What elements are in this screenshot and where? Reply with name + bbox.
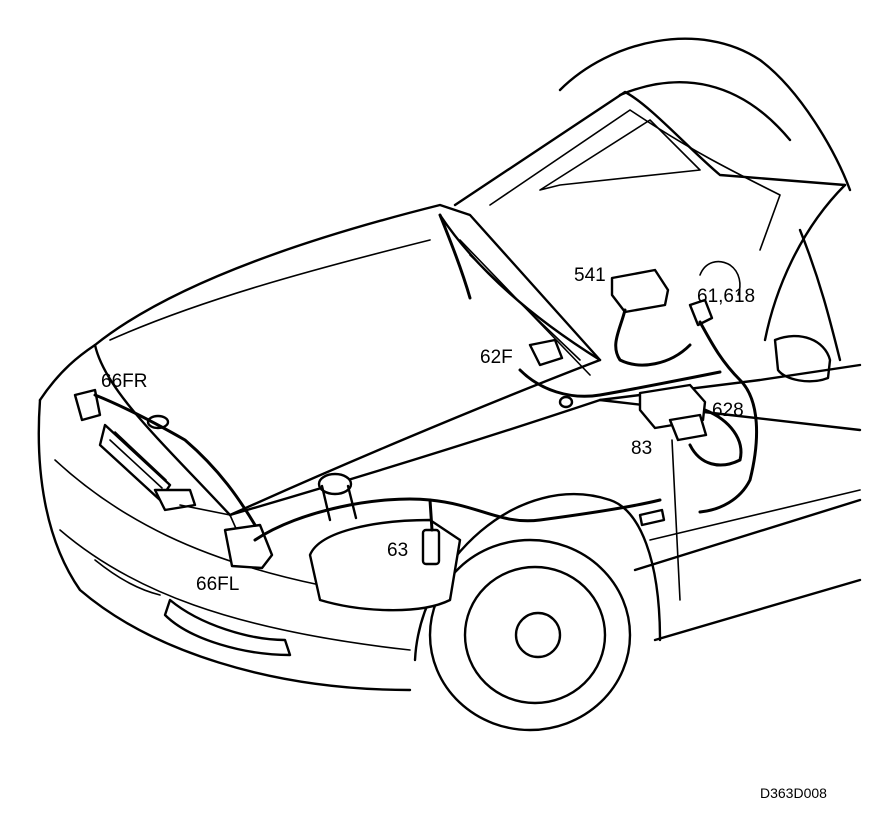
bumper-upper-line	[54, 459, 321, 586]
roof-line-inner	[618, 81, 792, 142]
component-63	[421, 528, 441, 566]
fog-lamp-opening	[163, 598, 292, 657]
windshield-inner	[489, 109, 781, 251]
front-bumper	[37, 398, 412, 692]
callout-83: 83	[631, 438, 652, 459]
component-62F	[528, 338, 564, 367]
door-frame	[763, 183, 847, 342]
callout-66FR: 66FR	[101, 371, 147, 392]
harness-hood-right	[93, 393, 257, 527]
hood-crease	[109, 239, 431, 341]
fender-line	[228, 363, 862, 517]
door-seam	[671, 439, 681, 601]
wiper-blade	[469, 254, 581, 361]
headlight-outline	[38, 343, 232, 517]
reservoir-filler-neck	[320, 484, 358, 522]
harness-541	[614, 308, 692, 367]
side-molding	[649, 489, 861, 541]
component-83	[668, 413, 708, 442]
callout-62F: 62F	[480, 347, 513, 368]
cowl-panel	[438, 213, 602, 362]
component-66FR	[73, 388, 102, 422]
side-marker	[638, 508, 666, 527]
reference-code: D363D008	[760, 785, 827, 801]
harness-cowl	[518, 368, 722, 398]
grille-badge	[153, 488, 197, 512]
harness-61-618	[698, 320, 758, 514]
wheel-hub	[514, 611, 562, 659]
callout-labels: 541 61,618 62F 628 83 66FR 63 66FL	[101, 265, 755, 595]
belt-line	[598, 398, 862, 432]
callout-628: 628	[712, 400, 744, 421]
b-pillar	[798, 228, 842, 362]
components	[73, 268, 714, 612]
grille-slat-1	[109, 439, 163, 489]
bumper-lower-line	[59, 529, 411, 651]
reservoir-cap	[317, 472, 353, 496]
callout-541: 541	[574, 265, 606, 286]
harness-628-83	[688, 408, 743, 467]
component-61-618	[688, 298, 714, 327]
component-66FL	[223, 523, 274, 570]
side-body-lower	[633, 498, 862, 572]
rocker-line	[653, 578, 862, 642]
lower-grille	[94, 559, 161, 596]
grille-slat-2	[114, 431, 167, 481]
callout-66FL: 66FL	[196, 574, 239, 595]
windshield-frame	[453, 90, 847, 207]
hood-outline	[93, 203, 602, 517]
car-body	[37, 37, 862, 732]
roof-outline	[558, 37, 852, 192]
windshield-glass-edge	[539, 119, 701, 191]
callout-61-618: 61,618	[697, 286, 755, 307]
hood-emblem	[146, 414, 170, 430]
harness-a-pillar	[438, 213, 472, 300]
callout-63: 63	[387, 540, 408, 561]
harness-to-pump	[428, 498, 434, 532]
harness-front-crossmember	[253, 497, 662, 542]
harness-loop	[699, 260, 741, 296]
component-541	[610, 268, 670, 314]
wiring-harness	[93, 213, 758, 542]
washer-nozzle	[558, 395, 574, 409]
